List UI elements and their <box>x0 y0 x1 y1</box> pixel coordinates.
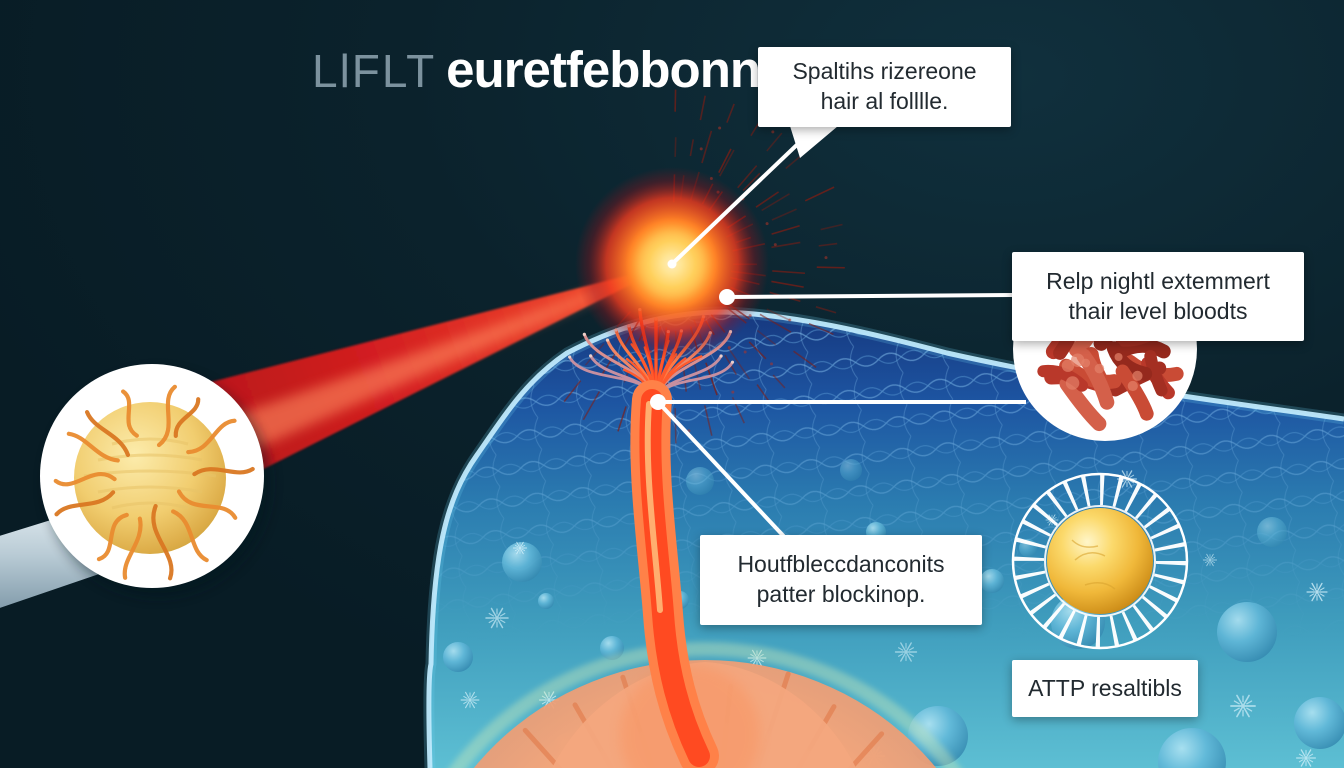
callout-atp: ATTP resaltibls <box>1012 660 1198 717</box>
title-main: euretfebbonn <box>446 41 761 98</box>
callout-blockage: Houtfbleccdanconits patter blockinop. <box>700 535 982 625</box>
atp-inset <box>1011 472 1189 650</box>
callout-blood: Relp nightl extemmert thair level bloodt… <box>1012 252 1304 341</box>
callout-follicle: Spaltihs rizereone hair al folllle. <box>758 47 1011 127</box>
callout-dot <box>719 289 735 305</box>
atp-ring-inner <box>1044 505 1156 617</box>
hair-follicle-ball-icon <box>74 402 226 554</box>
callout-dot <box>650 394 666 410</box>
callout-atp-text: ATTP resaltibls <box>1028 674 1182 701</box>
follicle-inset <box>40 364 271 597</box>
hair-follicle-stalk <box>620 380 760 768</box>
atp-ring-spokes <box>1014 475 1186 647</box>
callout-blood-text: Relp nightl extemmert thair level bloodt… <box>1046 267 1270 324</box>
callout-tail <box>790 126 838 158</box>
atp-ring-outer <box>1011 472 1189 650</box>
follicle-tendrils <box>53 384 255 581</box>
page-title: LlFLT euretfebbonn <box>312 40 761 99</box>
callout-connectors <box>650 126 1026 562</box>
atp-energy-sphere-icon <box>1047 508 1153 614</box>
callout-follicle-text: Spaltihs rizereone hair al folllle. <box>792 58 977 114</box>
callout-line-blood <box>726 293 1013 299</box>
callout-line-blockage <box>656 400 808 562</box>
title-prefix: LlFLT <box>312 45 437 97</box>
callout-line-follicle <box>670 138 804 266</box>
atp-sphere-cracks <box>1071 539 1116 590</box>
callout-blockage-text: Houtfbleccdanconits patter blockinop. <box>737 551 945 607</box>
callout-dot <box>667 259 677 269</box>
